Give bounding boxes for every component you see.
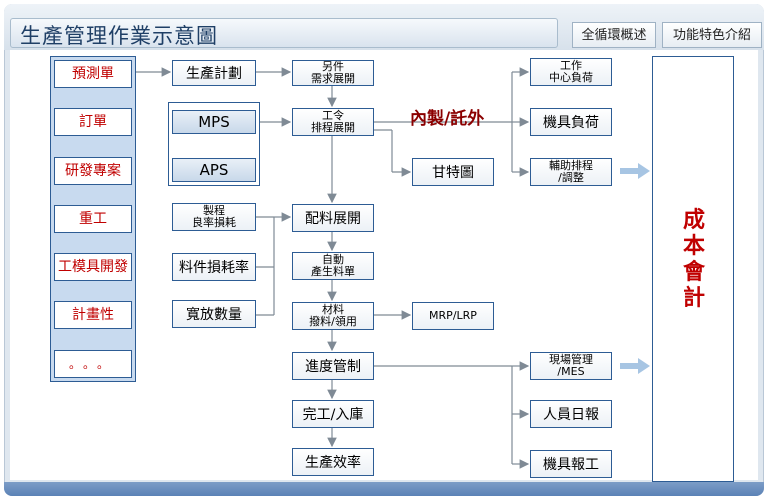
mrp-lrp-box[interactable]: MRP/LRP <box>412 302 494 330</box>
page-title: 生產管理作業示意圖 <box>20 24 218 48</box>
parts-requirement-box[interactable]: 另件 需求展開 <box>292 60 374 86</box>
aps-box[interactable]: APS <box>172 158 256 182</box>
release-quantity-box[interactable]: 寬放數量 <box>172 300 256 328</box>
production-plan-box[interactable]: 生產計劃 <box>172 60 256 86</box>
more-items-box: 。。。 <box>54 350 132 378</box>
staff-daily-report-box[interactable]: 人員日報 <box>530 400 612 428</box>
tab-features[interactable]: 功能特色介紹 <box>662 22 762 48</box>
machine-load-box[interactable]: 機具負荷 <box>530 108 612 136</box>
material-distribution-box[interactable]: 配料展開 <box>292 204 374 232</box>
process-yield-loss-box[interactable]: 製程 良率損耗 <box>172 203 256 231</box>
auto-material-list-box[interactable]: 自動 產生料單 <box>292 252 374 280</box>
material-picking-box[interactable]: 材料 撥料/領用 <box>292 302 374 330</box>
tooling-development-box[interactable]: 工模具開發 <box>54 253 132 281</box>
cost-accounting-box[interactable] <box>652 56 734 482</box>
planned-box[interactable]: 計畫性 <box>54 301 132 329</box>
mps-box[interactable]: MPS <box>172 110 256 134</box>
inhouse-outsource-label: 內製/託外 <box>410 109 485 129</box>
bottom-bar <box>4 482 764 496</box>
work-center-load-box[interactable]: 工作 中心負荷 <box>530 58 612 86</box>
rd-project-box[interactable]: 研發專案 <box>54 157 132 185</box>
shopfloor-mes-box[interactable]: 現場管理 /MES <box>530 352 612 380</box>
forecast-order-box[interactable]: 預測單 <box>54 60 132 88</box>
completion-stock-in-box[interactable]: 完工/入庫 <box>292 400 374 428</box>
title-box <box>10 18 558 48</box>
rework-box[interactable]: 重工 <box>54 205 132 233</box>
tab-overview[interactable]: 全循環概述 <box>572 22 656 48</box>
production-efficiency-box[interactable]: 生產效率 <box>292 448 374 476</box>
gantt-chart-box[interactable]: 甘特圖 <box>412 158 494 186</box>
progress-control-box[interactable]: 進度管制 <box>292 352 374 380</box>
cost-accounting-label: 成本會計 <box>682 208 705 311</box>
sales-order-box[interactable]: 訂單 <box>54 108 132 136</box>
aux-schedule-adjust-box[interactable]: 輔助排程 /調整 <box>530 158 612 186</box>
machine-work-report-box[interactable]: 機具報工 <box>530 450 612 478</box>
work-order-schedule-box[interactable]: 工令 排程展開 <box>292 108 374 136</box>
material-loss-rate-box[interactable]: 料件損耗率 <box>172 253 256 281</box>
